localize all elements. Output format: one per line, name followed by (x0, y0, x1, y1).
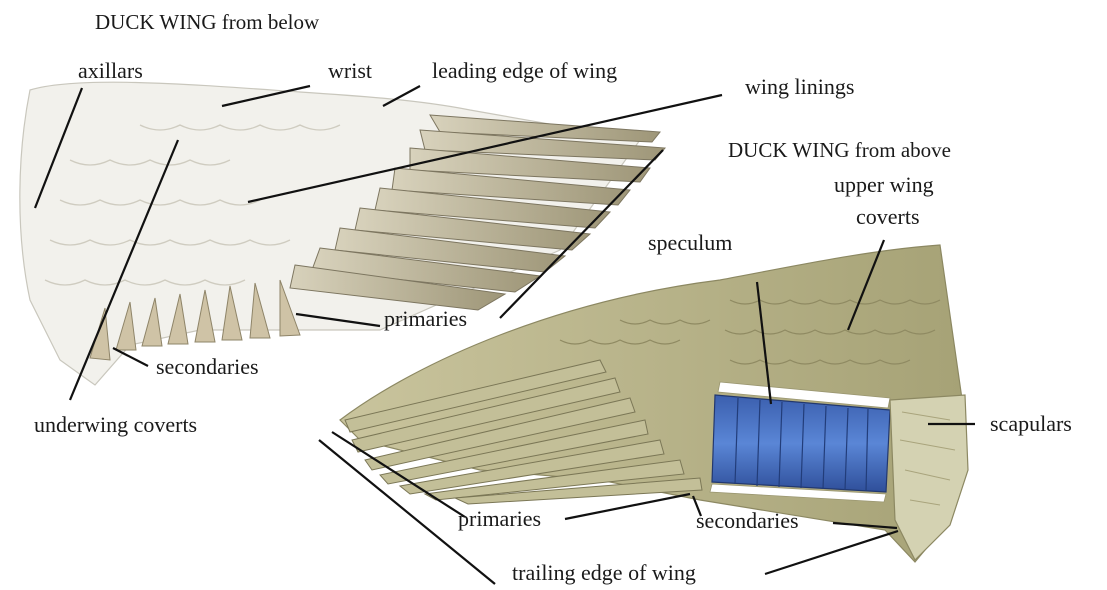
leader-trailing-edge-2 (765, 531, 898, 574)
label-speculum: speculum (648, 232, 732, 254)
label-primaries-below: primaries (384, 308, 467, 330)
leader-primaries-above-2 (565, 494, 690, 519)
label-axillars: axillars (78, 60, 143, 82)
label-primaries-above: primaries (458, 508, 541, 530)
label-secondaries-below: secondaries (156, 356, 259, 378)
label-wing-linings: wing linings (745, 76, 854, 98)
title-wing-from-above: DUCK WING from above (728, 140, 951, 161)
label-coverts: coverts (856, 206, 920, 228)
label-trailing-edge: trailing edge of wing (512, 562, 696, 584)
label-underwing-coverts: underwing coverts (34, 414, 197, 436)
label-leading-edge: leading edge of wing (432, 60, 617, 82)
label-secondaries-above: secondaries (696, 510, 799, 532)
label-scapulars: scapulars (990, 413, 1072, 435)
label-upper-wing: upper wing (834, 174, 934, 196)
label-wrist: wrist (328, 60, 372, 82)
title-wing-from-below: DUCK WING from below (95, 12, 319, 33)
